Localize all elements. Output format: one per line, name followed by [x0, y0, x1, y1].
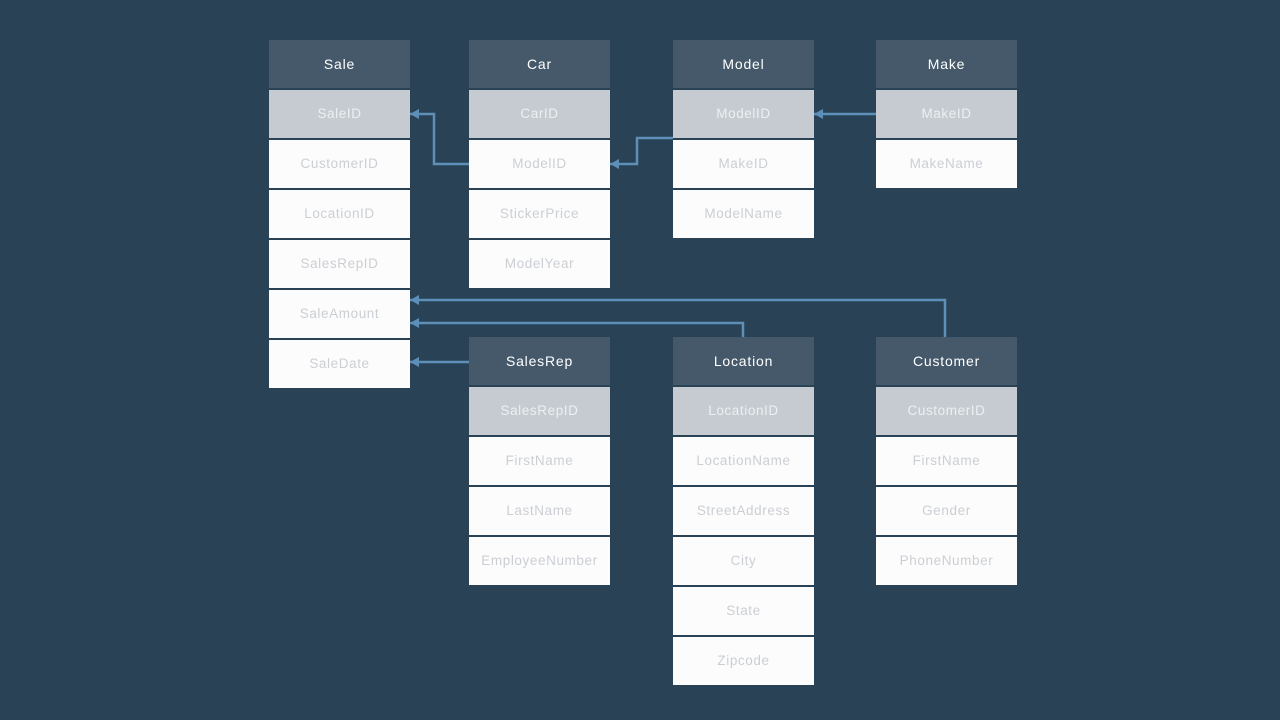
table-title-make: Make — [876, 40, 1017, 88]
field-row-locationid: LocationID — [269, 190, 410, 238]
field-row-makename: MakeName — [876, 140, 1017, 188]
primary-key-row-saleid: SaleID — [269, 90, 410, 138]
field-row-zipcode: Zipcode — [673, 637, 814, 685]
field-row-streetaddress: StreetAddress — [673, 487, 814, 535]
field-row-city: City — [673, 537, 814, 585]
table-title-salesrep: SalesRep — [469, 337, 610, 385]
field-row-state: State — [673, 587, 814, 635]
field-row-saledate: SaleDate — [269, 340, 410, 388]
field-row-stickerprice: StickerPrice — [469, 190, 610, 238]
arrowhead-icon — [610, 159, 619, 169]
primary-key-row-locationid: LocationID — [673, 387, 814, 435]
arrowhead-icon — [410, 109, 419, 119]
arrowhead-icon — [410, 295, 419, 305]
arrowhead-icon — [410, 357, 419, 367]
connector-car-to-model — [610, 136, 673, 166]
primary-key-row-carid: CarID — [469, 90, 610, 138]
table-title-car: Car — [469, 40, 610, 88]
connector-sale-to-car — [410, 112, 469, 166]
field-row-gender: Gender — [876, 487, 1017, 535]
arrowhead-icon — [410, 318, 419, 328]
table-title-customer: Customer — [876, 337, 1017, 385]
field-row-modelyear: ModelYear — [469, 240, 610, 288]
primary-key-row-makeid: MakeID — [876, 90, 1017, 138]
primary-key-row-customerid: CustomerID — [876, 387, 1017, 435]
field-row-modelid: ModelID — [469, 140, 610, 188]
field-row-saleamount: SaleAmount — [269, 290, 410, 338]
primary-key-row-salesrepid: SalesRepID — [469, 387, 610, 435]
field-row-customerid: CustomerID — [269, 140, 410, 188]
field-row-phonenumber: PhoneNumber — [876, 537, 1017, 585]
table-title-model: Model — [673, 40, 814, 88]
table-title-sale: Sale — [269, 40, 410, 88]
field-row-makeid: MakeID — [673, 140, 814, 188]
primary-key-row-modelid: ModelID — [673, 90, 814, 138]
arrowhead-icon — [814, 109, 823, 119]
field-row-firstname: FirstName — [876, 437, 1017, 485]
field-row-modelname: ModelName — [673, 190, 814, 238]
table-title-location: Location — [673, 337, 814, 385]
field-row-firstname: FirstName — [469, 437, 610, 485]
field-row-employeenumber: EmployeeNumber — [469, 537, 610, 585]
field-row-salesrepid: SalesRepID — [269, 240, 410, 288]
field-row-lastname: LastName — [469, 487, 610, 535]
field-row-locationname: LocationName — [673, 437, 814, 485]
